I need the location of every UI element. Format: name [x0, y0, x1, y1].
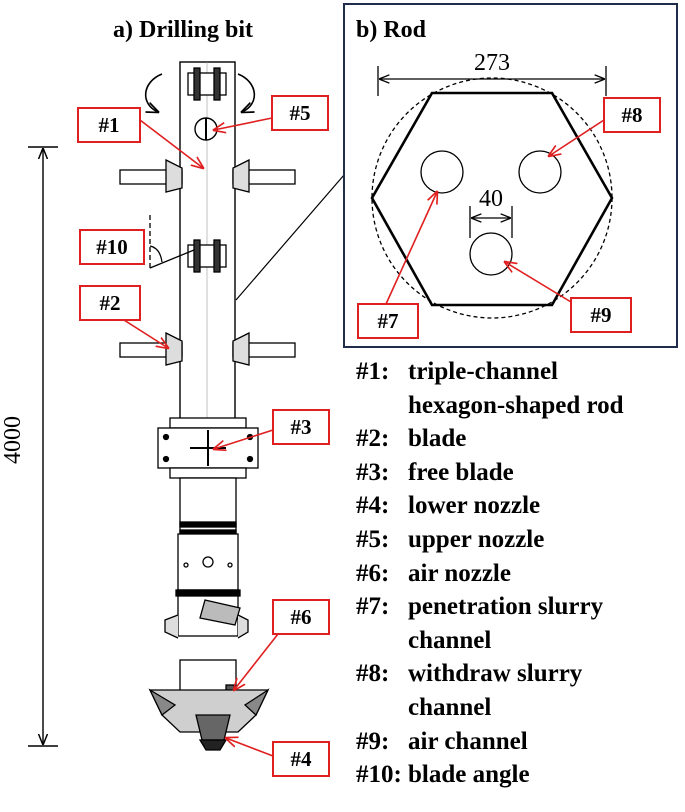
panel-b-title: b) Rod [356, 17, 427, 43]
svg-text:#1: #1 [99, 113, 120, 137]
legend-item: #6:air nozzle [356, 559, 511, 587]
label-3: #3 [214, 409, 330, 449]
legend-item: #5:upper nozzle [356, 525, 545, 553]
panel-b-rod: b) Rod 273 40 #8 #7 [343, 3, 678, 348]
svg-text:#8: #8 [622, 103, 643, 127]
width-dimension [377, 66, 607, 96]
legend-item: #10:blade angle [356, 761, 530, 789]
detail-leader-line [235, 174, 345, 301]
channel-size-label: 40 [479, 186, 503, 212]
channel-dimension [469, 206, 513, 238]
lower-body [164, 477, 249, 721]
svg-text:#2: #2 [100, 291, 121, 315]
label-7: #7 [357, 192, 437, 339]
hexagon-rod-section [370, 91, 614, 307]
svg-text:#4: #4 [291, 747, 313, 771]
upper-blades [119, 158, 296, 193]
svg-text:#7: #7 [378, 309, 399, 333]
svg-text:#3: #3 [291, 415, 312, 439]
label-2: #2 [79, 285, 168, 348]
bit-head [148, 688, 270, 751]
label-8: #8 [549, 97, 661, 156]
legend-item: #9:air channel [356, 727, 528, 755]
panel-a-title: a) Drilling bit [113, 17, 253, 43]
svg-text:#9: #9 [591, 303, 612, 327]
legend-item: #3:free blade [356, 458, 514, 486]
panel-b-frame [343, 3, 678, 348]
rod-shaft [179, 61, 236, 423]
withdraw-slurry-channel [518, 150, 562, 194]
blade-angle-mark [149, 215, 195, 269]
width-label: 273 [474, 50, 510, 76]
legend-item: #4:lower nozzle [356, 492, 541, 520]
top-nozzle-fitting [187, 67, 227, 101]
label-10: #10 [79, 229, 145, 265]
free-blade-collar [157, 417, 259, 479]
svg-text:#10: #10 [96, 235, 128, 259]
air-channel [469, 232, 513, 276]
svg-text:#5: #5 [290, 101, 311, 125]
label-5: #5 [214, 95, 329, 130]
length-label: 4000 [0, 416, 26, 464]
label-1: #1 [77, 107, 203, 168]
label-4: #4 [226, 738, 330, 777]
middle-fitting [187, 239, 227, 273]
length-dimension: 4000 [0, 146, 58, 747]
label-6: #6 [234, 599, 330, 690]
penetration-slurry-channel [420, 150, 464, 194]
panel-a-drilling-bit: a) Drilling bit 4000 [0, 17, 345, 777]
svg-text:#6: #6 [291, 605, 312, 629]
rotation-arrows [144, 73, 256, 112]
label-9: #9 [505, 262, 632, 333]
upper-nozzle [194, 117, 218, 141]
legend-item: #2:blade [356, 425, 467, 453]
